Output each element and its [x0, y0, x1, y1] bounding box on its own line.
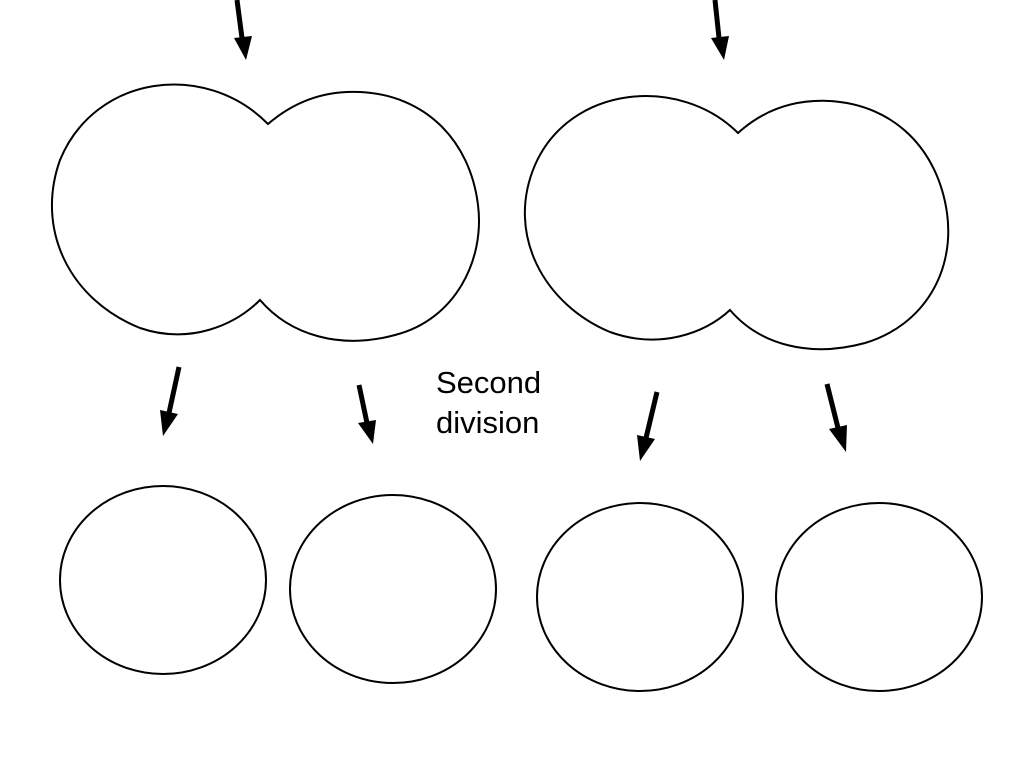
daughter-cell-3	[536, 502, 744, 692]
arrow-to-daughter-cell-2	[356, 384, 376, 444]
second-division-label: Second division	[436, 363, 541, 443]
label-line-1: Second	[436, 365, 542, 400]
daughter-cell-1	[59, 485, 267, 675]
arrow-to-daughter-cell-4	[824, 383, 847, 452]
arrow-into-left-dividing-cell	[234, 0, 252, 60]
daughter-cell-4	[775, 502, 983, 692]
arrow-into-right-dividing-cell	[711, 0, 729, 60]
daughter-cell-2	[289, 494, 497, 684]
right-dividing-cell	[523, 95, 950, 351]
left-dividing-cell	[51, 83, 480, 342]
arrow-to-daughter-cell-3	[637, 391, 660, 461]
label-line-2: division	[436, 405, 540, 440]
arrow-to-daughter-cell-1	[160, 366, 182, 436]
